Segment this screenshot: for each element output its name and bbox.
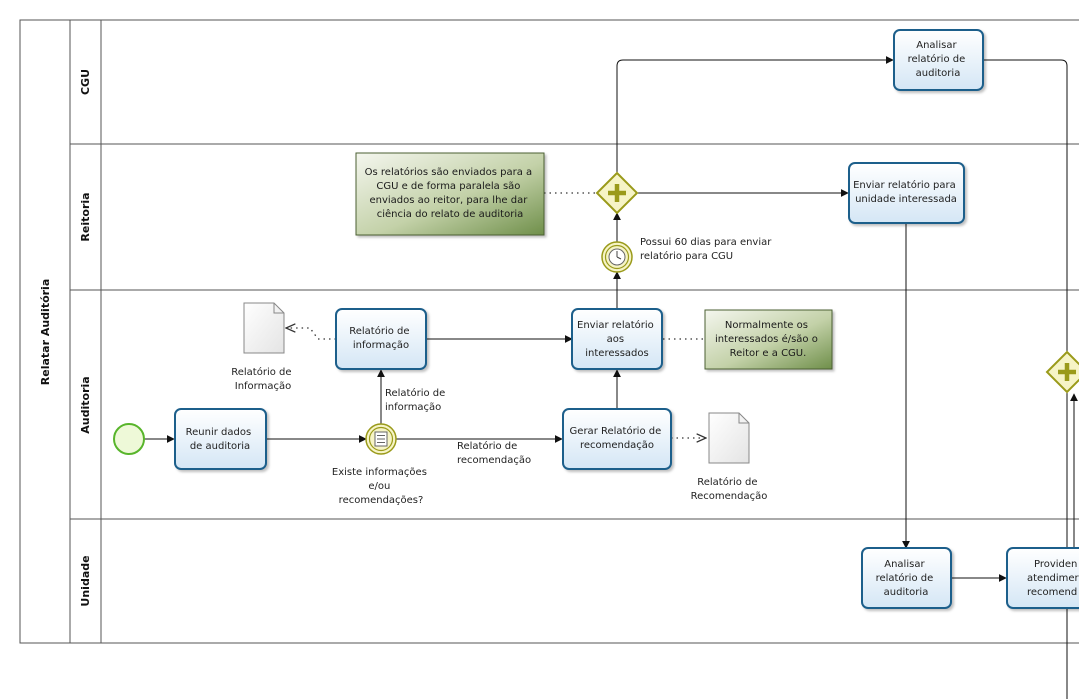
- flow-label-recomendacao: Relatório de recomendação: [457, 440, 531, 466]
- associations: [286, 192, 706, 438]
- task-providenciar[interactable]: Providen atendimer recomend: [1006, 547, 1079, 609]
- task-label: relatório de: [876, 572, 934, 584]
- task-label: unidade interessada: [855, 194, 957, 205]
- document-label: Relatório de: [231, 366, 291, 378]
- task-label: de auditoria: [190, 441, 250, 452]
- label-line: Possui 60 dias para enviar: [640, 237, 772, 248]
- task-label: Gerar Relatório de: [570, 425, 662, 437]
- task-label: atendimer: [1027, 573, 1079, 584]
- task-label: recomend: [1027, 587, 1077, 598]
- start-event[interactable]: [113, 423, 145, 455]
- task-label: relatório de: [908, 53, 966, 65]
- svg-text:Analisar relatório de: Analisar relatório de auditoria: [908, 40, 969, 79]
- conditional-event-label: Existe informações e/ou recomendações?: [332, 467, 430, 506]
- task-label: recomendação: [580, 440, 654, 451]
- conditional-event[interactable]: [365, 423, 397, 455]
- annotation-reitoria-line: enviados ao reitor, para lhe dar: [369, 195, 528, 206]
- annotation-auditoria-line: Reitor e a CGU.: [730, 348, 807, 359]
- lane-label-auditoria: Auditoria: [79, 376, 92, 433]
- task-reunir-dados[interactable]: Reunir dados de auditoria: [174, 408, 267, 470]
- label-line: informação: [385, 402, 441, 413]
- task-label: Enviar relatório para: [853, 179, 956, 191]
- label-line: recomendação: [457, 455, 531, 466]
- svg-text:Reunir dados de auditori: Reunir dados de auditoria: [186, 427, 255, 452]
- annotation-reitoria-line: Os relatórios são enviados para a: [365, 166, 532, 178]
- lane-label-reitoria: Reitoria: [79, 192, 92, 241]
- svg-text:Os relatórios são enviados par: Os relatórios são enviados para a CGU e …: [365, 166, 536, 220]
- label-line: relatório para CGU: [640, 250, 733, 262]
- label-line: recomendações?: [339, 495, 424, 506]
- annotation-auditoria-line: interessados é/são o: [715, 333, 818, 345]
- svg-text:Gerar Relatório de recom: Gerar Relatório de recomendação: [570, 425, 665, 451]
- document-label: Relatório de: [697, 476, 757, 488]
- svg-text:Relatório de informação: Relatório de informação: [349, 325, 412, 351]
- task-relatorio-informacao[interactable]: Relatório de informação: [335, 308, 427, 370]
- document-relatorio-recomendacao[interactable]: Relatório de Recomendação: [691, 412, 768, 502]
- task-label: auditoria: [916, 68, 961, 79]
- assoc-relinfo-doc: [286, 328, 336, 340]
- annotation-reitoria-line: CGU e de forma paralela são: [376, 181, 520, 192]
- task-enviar-interessados[interactable]: Enviar relatório aos interessados: [571, 308, 663, 370]
- task-analisar-unidade[interactable]: Analisar relatório de auditoria: [861, 547, 952, 609]
- document-label: Recomendação: [691, 491, 768, 502]
- label-line: Existe informações: [332, 467, 427, 478]
- parallel-gateway-auditoria[interactable]: [1045, 350, 1079, 394]
- pool-title: Relatar Auditória: [39, 279, 52, 385]
- sequence-flows: [144, 56, 1078, 699]
- svg-text:Providen atendimer: Providen atendimer recomend: [1027, 559, 1079, 598]
- task-gerar-recomendacao[interactable]: Gerar Relatório de recomendação: [562, 408, 672, 470]
- label-line: e/ou: [368, 481, 390, 492]
- lane-label-cgu: CGU: [79, 69, 92, 95]
- label-line: Relatório de: [385, 387, 445, 399]
- svg-text:Enviar relatório para un: Enviar relatório para unidade interessad…: [853, 179, 959, 205]
- document-label: Informação: [235, 381, 291, 392]
- annotation-reitoria-line: ciência do relato de auditoria: [377, 208, 524, 220]
- task-label: aos: [607, 334, 624, 345]
- task-label: informação: [353, 340, 409, 351]
- parallel-gateway-reitoria[interactable]: [595, 171, 639, 215]
- task-label: auditoria: [884, 587, 929, 598]
- task-label: interessados: [585, 348, 648, 359]
- timer-event-label: Possui 60 dias para enviar relatório par…: [640, 237, 775, 262]
- task-label: Reunir dados: [186, 427, 252, 438]
- annotation-reitoria: Os relatórios são enviados para a CGU e …: [355, 152, 545, 236]
- task-label: Providen: [1034, 559, 1077, 570]
- document-relatorio-informacao[interactable]: Relatório de Informação: [231, 302, 294, 392]
- lane-label-unidade: Unidade: [79, 555, 92, 606]
- task-label: Analisar: [916, 40, 957, 51]
- svg-text:Enviar relatório aos: Enviar relatório aos interessados: [577, 319, 657, 359]
- timer-event[interactable]: [601, 241, 633, 273]
- task-analisar-cgu[interactable]: Analisar relatório de auditoria: [893, 29, 984, 91]
- svg-text:Relatório de Informação: Relatório de Informação: [231, 366, 294, 392]
- task-label: Analisar: [884, 559, 925, 570]
- pool: Relatar Auditória CGU Reitoria Auditoria…: [19, 19, 1079, 644]
- svg-text:Analisar relatório de: Analisar relatório de auditoria: [876, 559, 937, 598]
- annotation-auditoria: Normalmente os interessados é/são o Reit…: [704, 309, 833, 370]
- task-enviar-unidade[interactable]: Enviar relatório para unidade interessad…: [848, 162, 965, 224]
- annotation-auditoria-line: Normalmente os: [725, 320, 808, 331]
- task-label: Relatório de: [349, 325, 409, 337]
- svg-text:Relatório de Recomendaçã: Relatório de Recomendação: [691, 476, 768, 502]
- flow-label-informacao: Relatório de informação: [385, 387, 448, 413]
- flow-gateway-to-cgu: [616, 56, 894, 173]
- task-label: Enviar relatório: [577, 319, 654, 331]
- flow-cgu-to-right: [983, 59, 1068, 699]
- label-line: Relatório de: [457, 440, 517, 452]
- svg-text:Normalmente os interessa: Normalmente os interessados é/são o Reit…: [715, 320, 821, 359]
